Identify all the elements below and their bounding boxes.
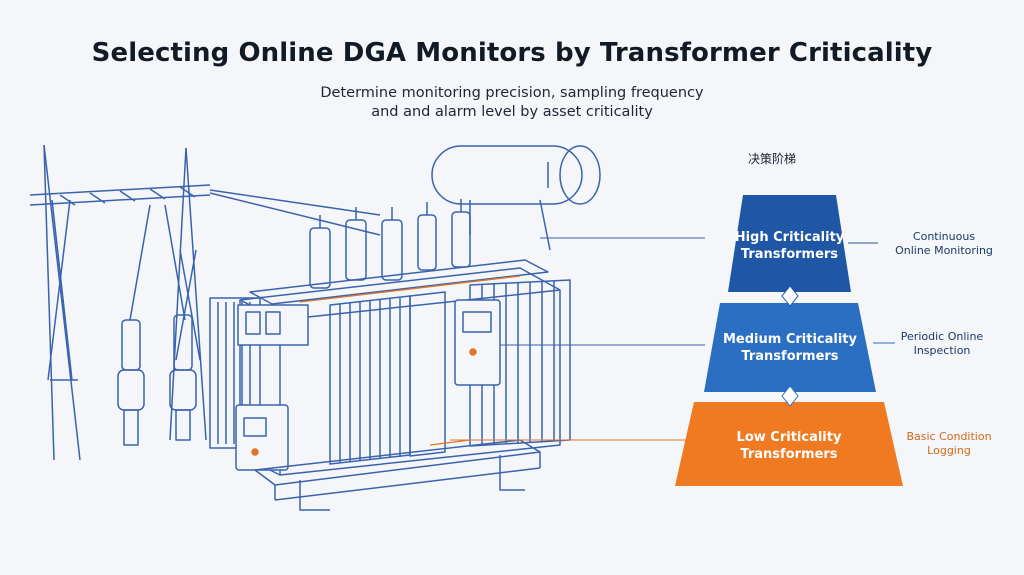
- note-line-1: Continuous: [912, 230, 976, 243]
- page-title: Selecting Online DGA Monitors by Transfo…: [91, 38, 933, 68]
- tier-shape-low: [675, 402, 903, 486]
- tier-note-high: Continuous Online Monitoring: [884, 230, 1004, 258]
- tier-note-low: Basic Condition Logging: [888, 430, 1010, 458]
- tier-low-criticality: Low Criticality Transformers: [675, 418, 903, 474]
- conservator-tank-icon: [431, 145, 601, 251]
- tier-note-medium: Periodic Online Inspection: [882, 330, 1002, 358]
- tier-shape-high: [728, 195, 851, 292]
- transmission-tower-icon: [29, 144, 381, 461]
- tier-label-line-1: Low Criticality: [736, 430, 842, 445]
- note-line-1: Periodic Online: [900, 330, 984, 343]
- tier-label-line-2: Transformers: [740, 447, 838, 462]
- subtitle-line-2: and and alarm level by asset criticality: [371, 104, 653, 120]
- tier-high-criticality: High Criticality Transformers: [728, 218, 851, 274]
- decision-ladder-title: 决策阶梯: [748, 152, 797, 166]
- control-box-icon: [454, 299, 501, 386]
- subtitle-line-1: Determine monitoring precision, sampling…: [320, 85, 704, 101]
- tier-label-line-2: Transformers: [740, 247, 839, 262]
- tier-label-line-1: Medium Criticality: [723, 332, 857, 347]
- note-line-2: Inspection: [913, 344, 971, 357]
- note-line-2: Online Monitoring: [895, 244, 993, 257]
- control-box-icon: [235, 404, 289, 471]
- tier-medium-criticality: Medium Criticality Transformers: [704, 320, 876, 376]
- bushing-icon: [309, 199, 471, 289]
- bushing-icon: [117, 314, 197, 446]
- tier-label-line-1: High Criticality: [734, 230, 845, 245]
- tier-label-line-2: Transformers: [741, 349, 839, 364]
- note-line-1: Basic Condition: [906, 430, 992, 443]
- note-line-2: Logging: [927, 444, 971, 457]
- tier-shape-medium: [704, 303, 876, 392]
- page-subtitle: Determine monitoring precision, sampling…: [0, 84, 1024, 122]
